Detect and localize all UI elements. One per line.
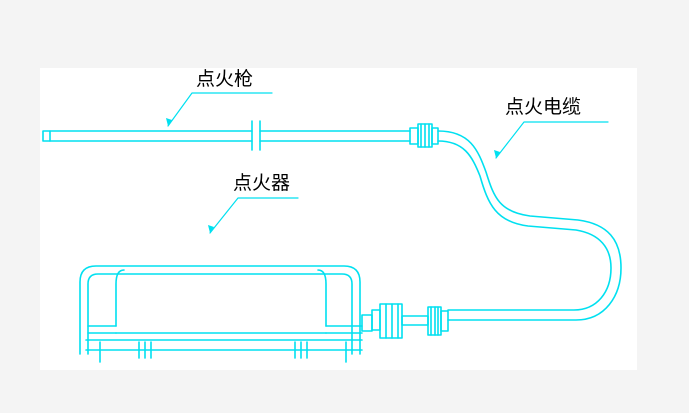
leader-igniter-device	[208, 197, 299, 234]
igniter-cable	[437, 130, 622, 321]
leader-lines	[166, 92, 609, 234]
label-igniter-device: 点火器	[233, 172, 291, 194]
label-igniter-cable: 点火电缆	[505, 96, 582, 118]
igniter-gun	[42, 120, 439, 151]
label-igniter-gun: 点火枪	[196, 68, 254, 90]
igniter-device	[79, 265, 449, 363]
leader-igniter-cable	[494, 121, 609, 159]
leader-igniter-gun	[166, 92, 273, 127]
